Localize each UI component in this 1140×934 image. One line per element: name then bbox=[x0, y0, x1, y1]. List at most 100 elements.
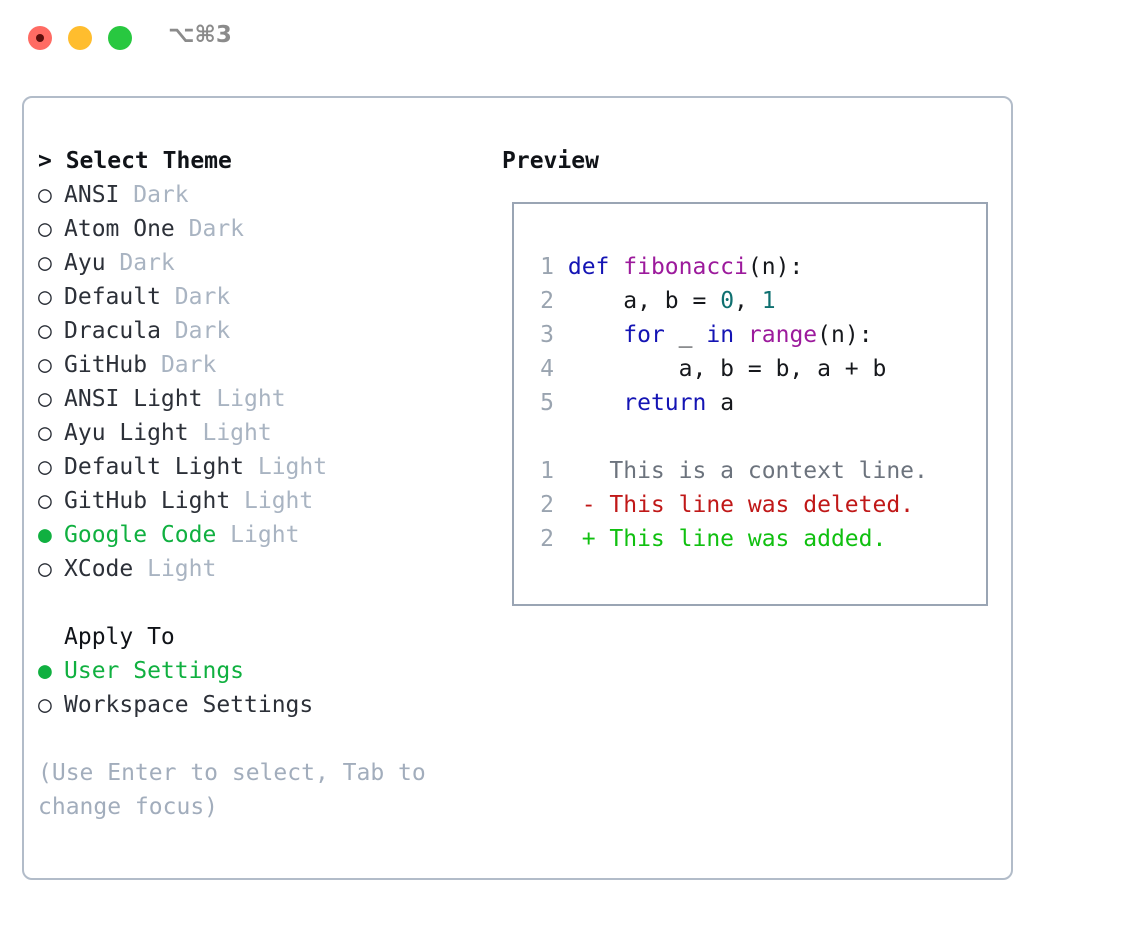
code-token-fn: range bbox=[747, 322, 818, 348]
code-gutter-space bbox=[554, 254, 568, 280]
theme-option-row[interactable]: ○GitHub Dark bbox=[38, 348, 488, 382]
theme-name-label: ANSI Light bbox=[64, 386, 203, 412]
code-diff-gap bbox=[528, 420, 978, 454]
code-token-kw: return bbox=[623, 390, 707, 416]
theme-option-row[interactable]: ○ Ayu Light Light bbox=[38, 416, 488, 450]
diff-line: 2 - This line was deleted. bbox=[528, 488, 978, 522]
diff-line-text-ctx: This is a context line. bbox=[554, 458, 928, 484]
code-token-num: 1 bbox=[761, 288, 776, 314]
radio-selected-icon[interactable]: ● bbox=[38, 522, 52, 548]
code-token-txt bbox=[734, 322, 748, 348]
code-token-punc: (n): bbox=[817, 322, 873, 348]
theme-variant-badge: Dark bbox=[160, 284, 231, 310]
keyboard-shortcut-label: ⌥⌘3 bbox=[168, 22, 232, 48]
apply-to-heading: Apply To bbox=[64, 624, 175, 650]
theme-variant-badge: Dark bbox=[174, 216, 245, 242]
theme-variant-badge: Dark bbox=[119, 182, 189, 208]
theme-option-row[interactable]: ○ Atom One Dark bbox=[38, 212, 488, 246]
minimize-button[interactable] bbox=[68, 26, 92, 50]
theme-name-label: Google Code bbox=[64, 522, 217, 548]
code-line: 3 for _ in range(n): bbox=[528, 318, 978, 352]
radio-unselected-icon[interactable]: ○ bbox=[38, 250, 52, 276]
apply-to-option-row[interactable]: ● User Settings bbox=[38, 654, 488, 688]
radio-unselected-icon[interactable]: ○ bbox=[38, 182, 52, 208]
theme-option-row[interactable]: ○GitHub Light Light bbox=[38, 484, 488, 518]
theme-selector-column: > Select Theme ○ANSI Dark○Atom One Dark○… bbox=[38, 144, 488, 824]
theme-name-label: ANSI bbox=[64, 182, 120, 208]
radio-unselected-icon[interactable]: ○ bbox=[38, 284, 52, 310]
apply-to-label: User Settings bbox=[64, 658, 245, 684]
theme-name-label: XCode bbox=[64, 556, 134, 582]
radio-unselected-icon[interactable]: ○ bbox=[38, 488, 52, 514]
theme-option-row[interactable]: ● Google Code Light bbox=[38, 518, 488, 552]
code-token-txt: a, b = b, a + b bbox=[567, 356, 887, 382]
theme-name-label: Ayu Light bbox=[64, 420, 189, 446]
radio-unselected-icon[interactable]: ○ bbox=[38, 386, 52, 412]
radio-unselected-icon[interactable]: ○ bbox=[38, 352, 52, 378]
diff-line: 2 + This line was added. bbox=[528, 522, 978, 556]
theme-variant-badge: Dark bbox=[105, 250, 175, 276]
apply-to-list: ● User Settings ○Workspace Settings bbox=[38, 654, 488, 722]
code-token-txt: _ bbox=[664, 322, 707, 348]
radio-unselected-icon[interactable]: ○ bbox=[38, 318, 52, 344]
code-token-num: 0 bbox=[720, 288, 735, 314]
code-token-txt: , bbox=[734, 288, 762, 314]
radio-selected-icon[interactable]: ● bbox=[38, 658, 52, 684]
theme-variant-badge: Light bbox=[244, 454, 328, 480]
theme-name-label: Dracula bbox=[64, 318, 161, 344]
code-token-txt bbox=[568, 390, 623, 416]
theme-option-row[interactable]: ○ Default Light Light bbox=[38, 450, 488, 484]
code-line-number: 4 bbox=[540, 356, 554, 382]
diff-line-text-add: + This line was added. bbox=[554, 526, 887, 552]
apply-to-option-row[interactable]: ○Workspace Settings bbox=[38, 688, 488, 722]
theme-option-row[interactable]: ○ ANSI Dark bbox=[38, 178, 488, 212]
theme-option-row[interactable]: ○Ayu Dark bbox=[38, 246, 488, 280]
hint-spacer bbox=[38, 722, 488, 756]
keyboard-hint-text: (Use Enter to select, Tab to change focu… bbox=[38, 760, 426, 820]
theme-variant-badge: Dark bbox=[160, 318, 231, 344]
code-gutter-space bbox=[554, 322, 568, 348]
code-line-number: 5 bbox=[540, 390, 554, 416]
radio-unselected-icon[interactable]: ○ bbox=[38, 420, 52, 446]
code-token-txt: a bbox=[706, 390, 735, 416]
theme-list: ○ANSI Dark○Atom One Dark○Ayu Dark○Defaul… bbox=[38, 178, 488, 586]
diff-line-group: 1 This is a context line. 2 - This line w… bbox=[528, 454, 978, 556]
code-line: 4 a, b = b, a + b bbox=[528, 352, 978, 386]
theme-option-row[interactable]: ○ Default Dark bbox=[38, 280, 488, 314]
code-token-punc: (n): bbox=[747, 254, 804, 280]
theme-variant-badge: Light bbox=[202, 386, 286, 412]
code-line: 1 def fibonacci(n): bbox=[528, 250, 978, 284]
theme-name-label: Default bbox=[64, 284, 161, 310]
theme-option-row[interactable]: ○ Dracula Dark bbox=[38, 314, 488, 348]
main-panel: > Select Theme ○ANSI Dark○Atom One Dark○… bbox=[22, 96, 1013, 880]
code-gutter-space bbox=[554, 356, 568, 382]
code-line-number: 3 bbox=[540, 322, 554, 348]
theme-name-label: Atom One bbox=[64, 216, 175, 242]
theme-option-row[interactable]: ○ XCode Light bbox=[38, 552, 488, 586]
code-token-txt bbox=[568, 322, 623, 348]
code-token-kw: in bbox=[706, 322, 735, 348]
diff-line-number: 1 bbox=[540, 458, 554, 484]
theme-name-label: Default Light bbox=[64, 454, 245, 480]
code-token-kw: def bbox=[567, 254, 624, 280]
radio-unselected-icon[interactable]: ○ bbox=[38, 454, 52, 480]
maximize-button[interactable] bbox=[108, 26, 132, 50]
radio-unselected-icon[interactable]: ○ bbox=[38, 556, 52, 582]
theme-variant-badge: Light bbox=[216, 522, 300, 548]
theme-option-row[interactable]: ○ ANSI Light Light bbox=[38, 382, 488, 416]
theme-variant-badge: Light bbox=[133, 556, 217, 582]
theme-variant-badge: Light bbox=[188, 420, 272, 446]
code-token-txt: a, b = bbox=[567, 288, 721, 314]
code-gutter-space bbox=[554, 390, 568, 416]
radio-unselected-icon[interactable]: ○ bbox=[38, 692, 52, 718]
traffic-light-group bbox=[28, 26, 132, 50]
close-button[interactable] bbox=[28, 26, 52, 50]
code-gutter-space bbox=[554, 288, 568, 314]
radio-unselected-icon[interactable]: ○ bbox=[38, 216, 52, 242]
preview-column: Preview 1 def fibonacci(n):2 a, b = 0, 1… bbox=[502, 144, 1002, 606]
select-theme-heading: > Select Theme bbox=[38, 148, 232, 174]
diff-line-text-del: - This line was deleted. bbox=[554, 492, 915, 518]
